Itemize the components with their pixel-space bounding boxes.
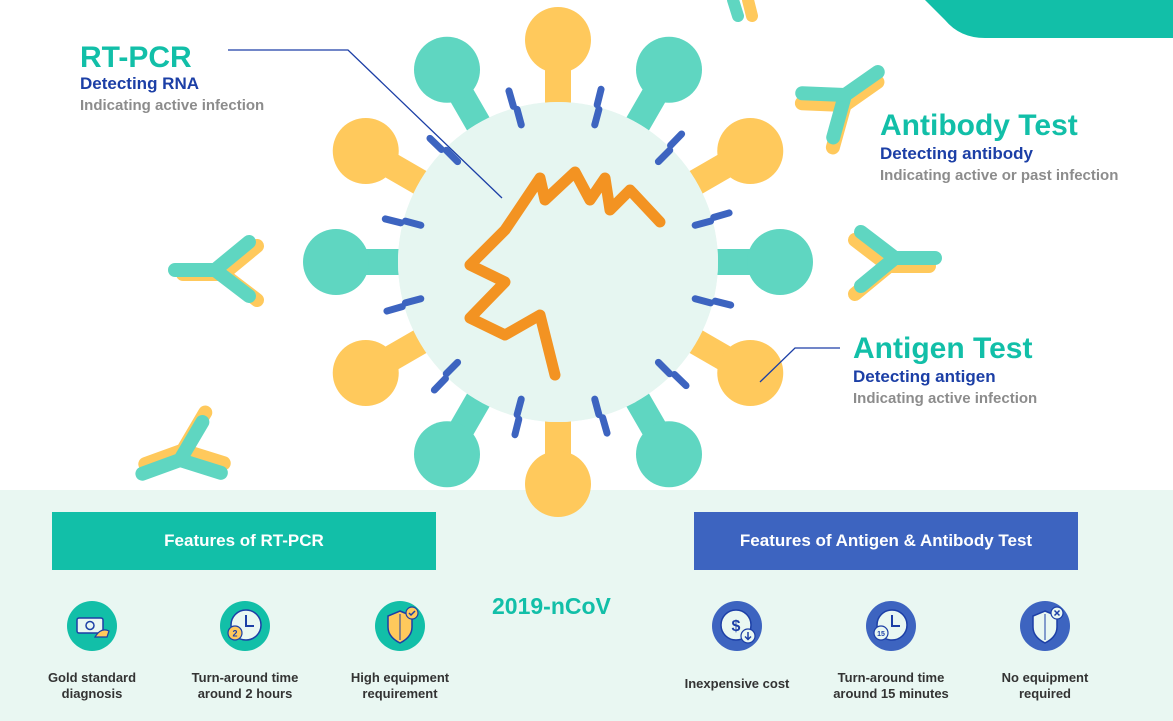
receptor-dash	[654, 358, 674, 378]
rapid-feature-2-label: Turn-around time around 15 minutes	[833, 670, 949, 701]
receptor-dash	[430, 375, 449, 394]
rapid-feature-1-label: Inexpensive cost	[684, 676, 790, 691]
svg-text:$: $	[732, 618, 741, 635]
pcr-feature-3: High equipment requirement	[325, 601, 475, 702]
receptor-dash	[426, 134, 445, 153]
rna-strand	[464, 166, 666, 381]
receptor-dash	[505, 87, 517, 110]
pcr-features-banner: Features of RT-PCR	[52, 512, 436, 570]
shield-check-icon	[375, 601, 425, 651]
virus-receptors	[381, 85, 735, 439]
antibody-icon-bottom-left	[135, 405, 231, 481]
receptor-dash	[591, 395, 603, 419]
receptor-dash	[654, 146, 674, 166]
receptor-dash	[671, 371, 690, 390]
pcr-feature-2: 2 Turn-around time around 2 hours	[170, 601, 320, 702]
clock-2-icon: 2	[220, 601, 270, 651]
money-icon	[67, 601, 117, 651]
pcr-feature-1-label: Gold standard diagnosis	[47, 670, 137, 701]
shield-x-icon	[1020, 601, 1070, 651]
antibody-note: Indicating active or past infection	[880, 167, 1119, 184]
receptor-dash	[591, 105, 603, 129]
rapid-feature-1: $ Inexpensive cost	[662, 601, 812, 692]
receptor-dash	[401, 295, 425, 307]
pcr-feature-1: Gold standard diagnosis	[17, 601, 167, 702]
antigen-note: Indicating active infection	[853, 390, 1038, 407]
rapid-feature-3: No equipment required	[970, 601, 1120, 702]
antibody-title: Antibody Test	[880, 109, 1078, 142]
rt-pcr-label: RT-PCR Detecting RNA Indicating active i…	[80, 42, 264, 115]
antibody-label: Antibody Test Detecting antibody Indicat…	[880, 110, 1118, 185]
receptor-dash	[383, 303, 406, 315]
antibody-icon-left	[168, 235, 264, 307]
rt-pcr-subtitle: Detecting RNA	[80, 74, 200, 93]
antibody-icon-top	[727, 0, 758, 22]
rapid-feature-3-label: No equipment required	[1001, 670, 1089, 701]
virus-name: 2019-nCoV	[492, 593, 611, 619]
receptor-dash	[593, 85, 605, 109]
receptor-dash	[381, 215, 405, 227]
rapid-features-banner: Features of Antigen & Antibody Test	[694, 512, 1078, 570]
rt-pcr-title: RT-PCR	[80, 41, 192, 74]
antibody-subtitle: Detecting antibody	[880, 144, 1034, 163]
dollar-down-icon: $	[712, 601, 762, 651]
receptor-dash	[513, 395, 525, 419]
rapid-feature-2: 15 Turn-around time around 15 minutes	[816, 601, 966, 702]
antigen-leader	[759, 347, 840, 383]
receptor-dash	[599, 414, 611, 437]
svg-text:15: 15	[877, 631, 885, 638]
receptor-dash	[710, 209, 733, 221]
pcr-feature-3-label: High equipment requirement	[350, 670, 450, 701]
antigen-title: Antigen Test	[853, 332, 1033, 365]
receptor-dash	[442, 146, 462, 166]
antibody-icon-right	[848, 225, 942, 301]
rt-pcr-leader	[228, 49, 503, 199]
antibody-icon-top-right	[794, 65, 885, 155]
receptor-dash	[691, 295, 715, 307]
receptor-dash	[667, 130, 686, 149]
svg-text:2: 2	[232, 629, 237, 639]
pcr-feature-2-label: Turn-around time around 2 hours	[191, 670, 299, 701]
corner-tab	[925, 0, 1173, 38]
receptor-dash	[513, 105, 525, 129]
receptor-dash	[511, 415, 523, 439]
antigen-label: Antigen Test Detecting antigen Indicatin…	[853, 333, 1037, 408]
rt-pcr-note: Indicating active infection	[80, 97, 265, 114]
receptor-dash	[442, 358, 462, 378]
antigen-subtitle: Detecting antigen	[853, 367, 996, 386]
receptor-dash	[401, 217, 425, 229]
receptor-dash	[711, 297, 735, 309]
receptor-dash	[691, 217, 715, 229]
clock-15-icon: 15	[866, 601, 916, 651]
